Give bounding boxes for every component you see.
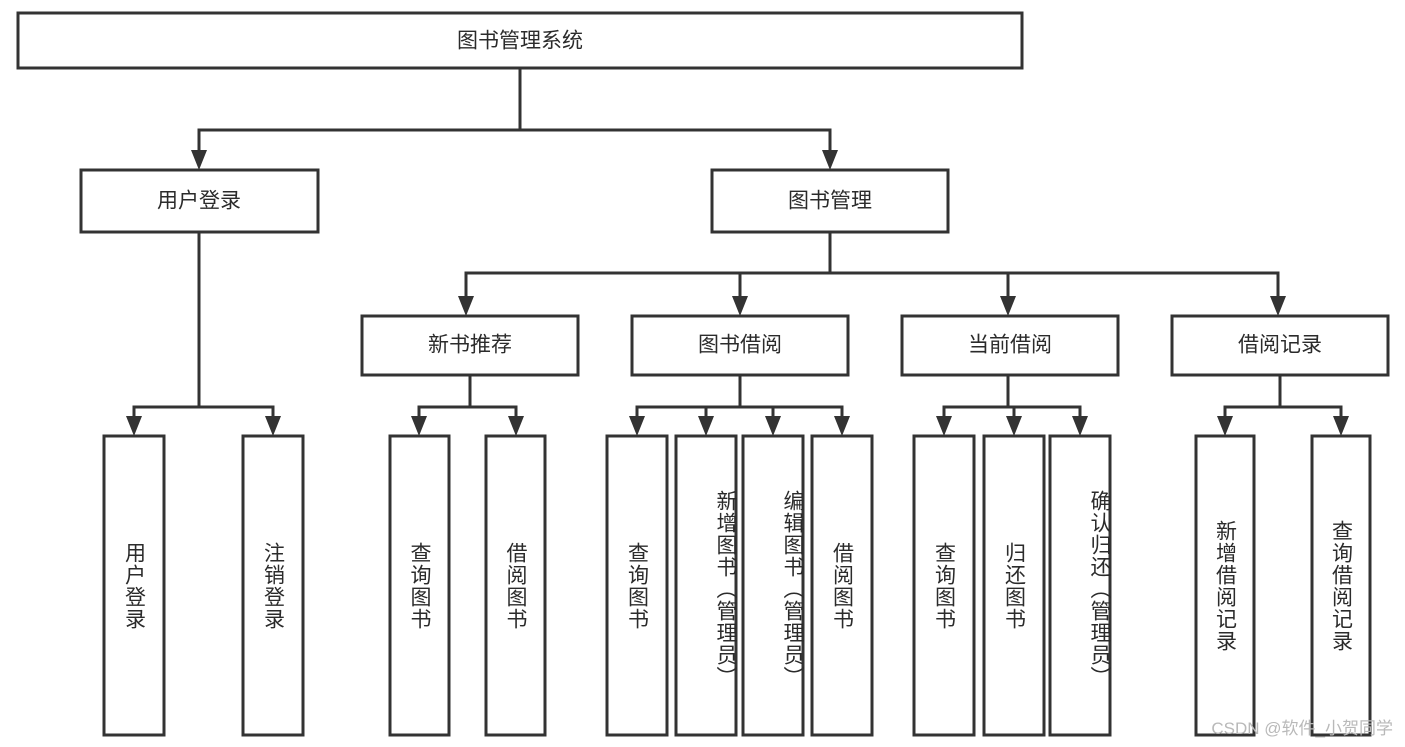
csdn-watermark: CSDN @软件_小贺同学 <box>1211 719 1393 738</box>
node-box-leaf-borrow-book-1[interactable] <box>484 434 547 737</box>
arrowhead-current-borrow <box>1000 296 1016 316</box>
arrowhead-book-borrow <box>732 296 748 316</box>
arrowhead-leaf-borrow-book-1 <box>508 416 524 436</box>
node-label-user-login: 用户登录 <box>157 190 241 213</box>
node-box-leaf-query-book-3[interactable] <box>912 434 976 737</box>
arrowhead-leaf-query-book-2 <box>629 416 645 436</box>
arrowhead-leaf-query-borrow-record <box>1333 416 1349 436</box>
arrowhead-leaf-add-borrow-record <box>1217 416 1233 436</box>
node-label-book-borrow: 图书借阅 <box>698 334 782 357</box>
node-box-leaf-logout[interactable] <box>241 434 305 737</box>
node-label-current-borrow: 当前借阅 <box>968 334 1052 357</box>
arrowhead-leaf-return-book <box>1006 416 1022 436</box>
node-label-book-manage: 图书管理 <box>788 190 872 213</box>
node-box-book-borrow[interactable] <box>630 314 850 377</box>
arrowhead-leaf-query-book-1 <box>411 416 427 436</box>
arrowhead-leaf-logout <box>265 416 281 436</box>
arrowhead-leaf-query-book-3 <box>936 416 952 436</box>
node-box-leaf-user-login[interactable] <box>102 434 166 737</box>
node-label-new-book-recommend: 新书推荐 <box>428 334 512 357</box>
node-box-current-borrow[interactable] <box>900 314 1120 377</box>
arrowhead-leaf-edit-book-admin <box>765 416 781 436</box>
node-box-borrow-record[interactable] <box>1170 314 1390 377</box>
node-label-root: 图书管理系统 <box>457 30 583 53</box>
arrowhead-leaf-borrow-book-2 <box>834 416 850 436</box>
node-box-leaf-query-book-1[interactable] <box>388 434 451 737</box>
node-box-leaf-edit-book-admin[interactable] <box>741 434 805 737</box>
node-box-leaf-return-book[interactable] <box>982 434 1046 737</box>
node-box-leaf-query-borrow-record[interactable] <box>1310 434 1372 737</box>
node-box-leaf-borrow-book-2[interactable] <box>810 434 874 737</box>
arrowhead-leaf-add-book-admin <box>698 416 714 436</box>
node-box-leaf-query-book-2[interactable] <box>605 434 669 737</box>
arrowhead-new-book-recommend <box>458 296 474 316</box>
arrowhead-leaf-user-login <box>126 416 142 436</box>
arrowhead-book-manage <box>822 150 838 170</box>
node-label-borrow-record: 借阅记录 <box>1238 334 1322 357</box>
node-box-leaf-add-borrow-record[interactable] <box>1194 434 1256 737</box>
arrowhead-user-login <box>191 150 207 170</box>
node-box-leaf-confirm-return-admin[interactable] <box>1048 434 1112 737</box>
node-box-book-manage[interactable] <box>710 168 950 234</box>
arrowhead-borrow-record <box>1270 296 1286 316</box>
nodes-layer: 图书管理系统 用户登录 图书管理 新书推荐 图书借阅 当前借阅 借阅记录 <box>16 11 1390 737</box>
node-box-root[interactable] <box>16 11 1024 70</box>
node-box-new-book-recommend[interactable] <box>360 314 580 377</box>
node-box-leaf-add-book-admin[interactable] <box>674 434 738 737</box>
node-box-user-login[interactable] <box>79 168 320 234</box>
connectors-layer <box>126 66 1349 436</box>
arrowhead-leaf-confirm-return-admin <box>1072 416 1088 436</box>
